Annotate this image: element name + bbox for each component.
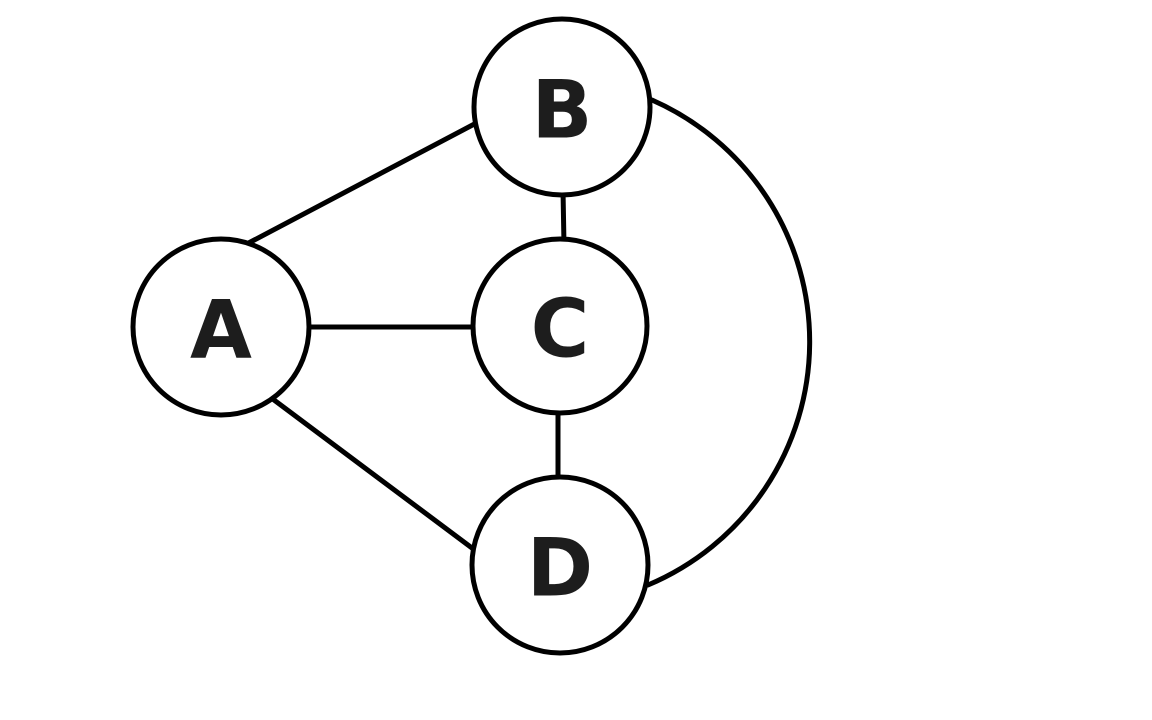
edge-A-B xyxy=(238,117,485,250)
node-A-label: A xyxy=(190,284,252,377)
node-D-label: D xyxy=(527,522,593,615)
edge-B-C xyxy=(560,187,567,248)
node-B xyxy=(471,16,653,198)
node-D xyxy=(469,474,651,656)
node-B-label: B xyxy=(532,64,593,157)
node-A xyxy=(130,236,312,418)
node-C xyxy=(470,236,650,416)
edge-B-D xyxy=(645,97,813,588)
node-C-label: C xyxy=(531,283,590,376)
edge-A-D xyxy=(259,388,483,557)
